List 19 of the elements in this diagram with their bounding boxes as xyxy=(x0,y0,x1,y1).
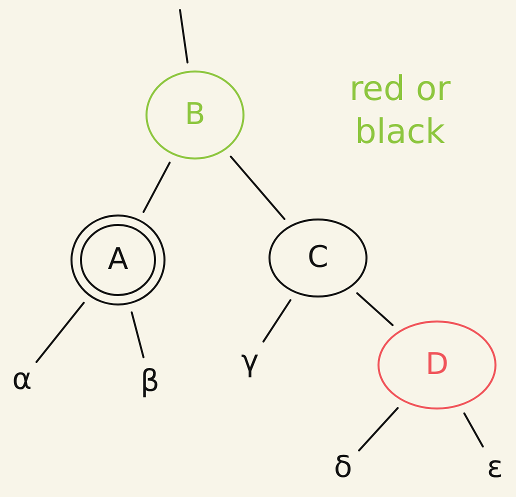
tree-edge xyxy=(262,299,292,343)
tree-edge xyxy=(230,156,286,220)
tree-edge xyxy=(179,9,188,64)
circle-node: C xyxy=(268,218,368,298)
circle-node: D xyxy=(377,320,497,410)
tree-edge xyxy=(356,292,394,326)
tree-edge xyxy=(358,407,399,452)
tree-edge xyxy=(463,412,484,448)
tree-edge xyxy=(130,311,144,358)
tree-edge xyxy=(142,162,171,213)
node-label: β xyxy=(136,364,164,400)
double-circle-node: A xyxy=(70,214,166,306)
node-label: γ xyxy=(236,344,264,380)
annotation-text: red or black xyxy=(348,68,452,153)
node-label: δ xyxy=(329,450,357,486)
node-label: ε xyxy=(481,450,509,486)
node-label: α xyxy=(8,364,36,396)
circle-node: B xyxy=(145,70,245,160)
tree-edge xyxy=(35,302,85,363)
